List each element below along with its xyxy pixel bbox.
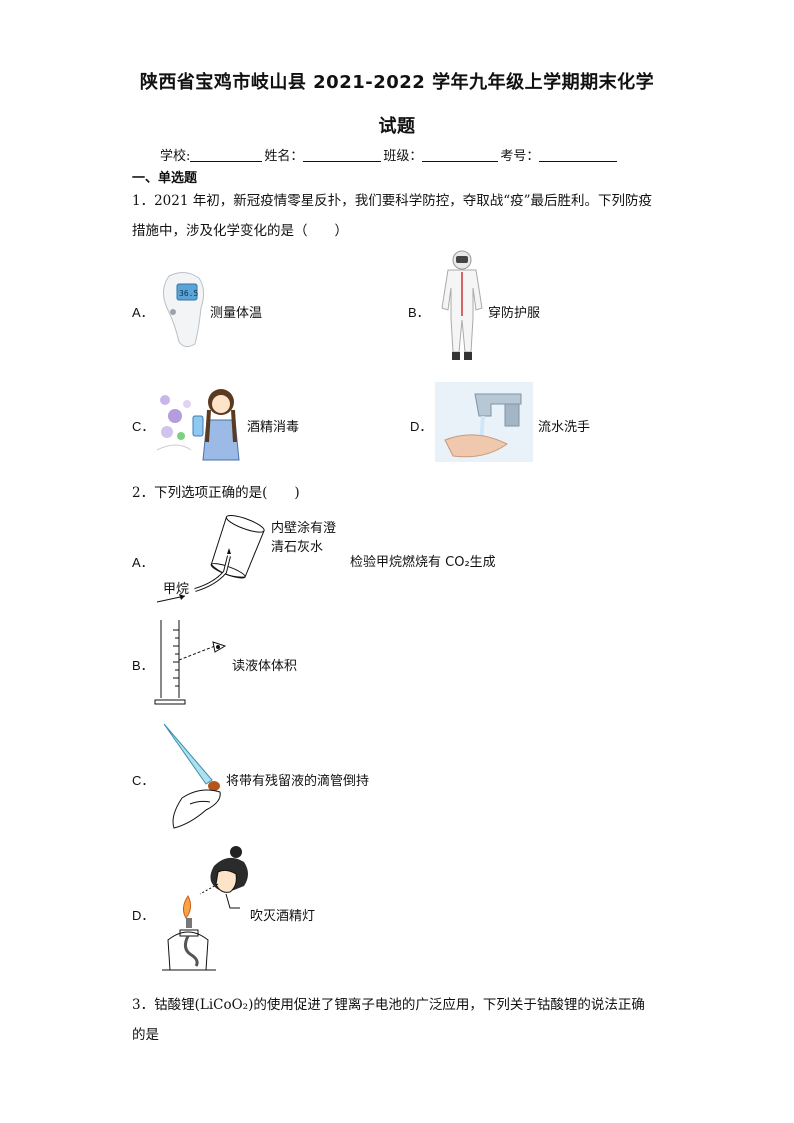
- methane-beaker-diagram: [156, 515, 265, 603]
- q1-option-c-caption: 酒精消毒: [247, 420, 300, 435]
- q1-option-d-letter: D．: [410, 419, 433, 434]
- q2-option-c-caption: 将带有残留液的滴管倒持: [226, 774, 370, 789]
- name-blank: [303, 149, 382, 162]
- page-title-line2: 试题: [378, 116, 416, 137]
- q1-option-a-letter: A．: [132, 305, 154, 320]
- question-2-text: 2．下列选项正确的是( ): [132, 485, 300, 501]
- q2-option-b-letter: B．: [132, 658, 154, 673]
- q2-option-a-caption: 检验甲烷燃烧有 CO₂生成: [350, 555, 496, 570]
- class-blank: [422, 149, 499, 162]
- number-blank: [539, 149, 618, 162]
- number-label: 考号：: [500, 149, 540, 164]
- q2-a-label: 内壁涂有澄 清石灰水: [271, 519, 336, 557]
- q2-a-gas-label: 甲烷: [163, 582, 190, 597]
- q1-option-d-caption: 流水洗手: [538, 420, 591, 435]
- page-title: 陕西省宝鸡市岐山县 2021-2022 学年九年级上学期期末化学: [139, 72, 655, 93]
- name-label: 姓名：: [264, 149, 304, 164]
- section-heading: 一、单选题: [132, 171, 198, 186]
- student-info-line: 学校: 姓名： 班级： 考号：: [160, 145, 619, 164]
- q2-a-label-line2: 清石灰水: [271, 540, 324, 555]
- class-label: 班级：: [383, 149, 423, 164]
- hand-washing-image: [435, 382, 533, 462]
- q2-a-label-line1: 内壁涂有澄: [271, 521, 337, 536]
- school-label: 学校:: [160, 149, 191, 164]
- q1-option-b-letter: B．: [408, 305, 430, 320]
- protective-suit-image: [441, 250, 483, 360]
- q1-option-b-caption: 穿防护服: [488, 306, 541, 321]
- disinfect-girl-image: [156, 389, 240, 461]
- question-3-line2: 的是: [132, 1027, 159, 1043]
- question-3-text: 3．钴酸锂(LiCoO₂)的使用促进了锂离子电池的广泛应用，下列关于钴酸锂的说法…: [132, 990, 672, 1050]
- school-blank: [190, 149, 263, 162]
- alcohol-lamp-diagram: [162, 846, 248, 971]
- q2-option-d-caption: 吹灭酒精灯: [250, 909, 316, 924]
- q1-option-a-caption: 测量体温: [210, 306, 263, 321]
- q2-option-b-caption: 读液体体积: [232, 659, 298, 674]
- question-1-text: 1．2021 年初，新冠疫情零星反扑，我们要科学防控，夺取战“疫”最后胜利。下列…: [132, 193, 653, 239]
- q2-option-d-letter: D．: [132, 908, 155, 923]
- thermometer-image: 36.5: [163, 272, 205, 348]
- dropper-diagram: [163, 723, 221, 829]
- q2-option-c-letter: C．: [132, 773, 155, 788]
- graduated-cylinder-diagram: [154, 620, 227, 705]
- question-3-line1: 3．钴酸锂(LiCoO₂)的使用促进了锂离子电池的广泛应用，下列关于钴酸锂的说法…: [132, 997, 645, 1013]
- q1-option-c-letter: C．: [132, 419, 155, 434]
- q2-option-a-letter: A．: [132, 555, 154, 570]
- thermometer-display: 36.5: [179, 289, 198, 298]
